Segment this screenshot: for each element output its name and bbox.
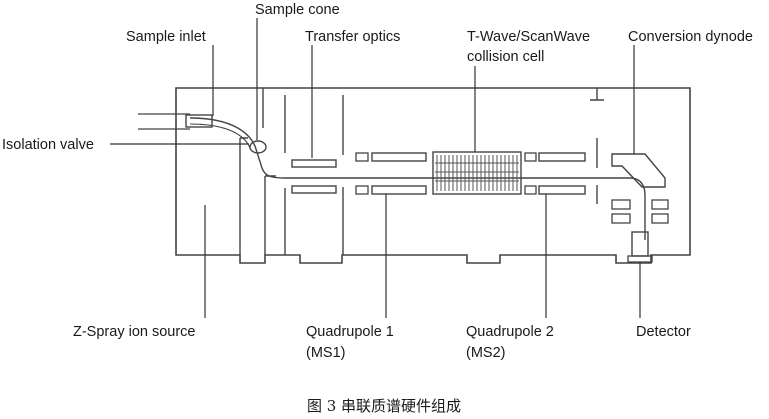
collision-cell-electrodes <box>435 155 519 191</box>
label-sample-inlet: Sample inlet <box>126 29 206 45</box>
conversion-dynode <box>611 153 666 188</box>
ion-path-inner <box>189 123 251 149</box>
ion-path <box>189 117 646 240</box>
quadrupole2-lower-rod <box>538 185 586 195</box>
partition-3 <box>590 88 604 101</box>
isolation-valve <box>249 140 267 154</box>
ion-source-wall <box>239 137 248 255</box>
label-conversion-dynode: Conversion dynode <box>628 29 753 45</box>
quadrupole2-lower-rod-a <box>524 185 537 195</box>
transfer-optics-upper <box>291 159 337 168</box>
quadrupole2-upper-rod-a <box>524 152 537 162</box>
label-quadrupole1-line2: (MS1) <box>306 345 345 361</box>
detector-plate-2 <box>611 213 631 224</box>
prefilter-2 <box>355 185 369 195</box>
quadrupole1-upper-rod <box>371 152 427 162</box>
quadrupole1-lower-rod <box>371 185 427 195</box>
quadrupole2-upper-rod <box>538 152 586 162</box>
sample-cone-wall <box>262 88 276 255</box>
label-quadrupole2-line1: Quadrupole 2 <box>466 324 554 340</box>
label-ion-source: Z-Spray ion source <box>73 324 196 340</box>
collision-cell <box>432 151 522 195</box>
label-transfer-optics: Transfer optics <box>305 29 400 45</box>
sample-inlet-block <box>185 114 213 128</box>
housing-outline <box>175 87 691 264</box>
detector-plate-1 <box>611 199 631 210</box>
detector-plate-4 <box>651 213 669 224</box>
prefilter-1 <box>355 152 369 162</box>
label-collision-cell-line1: T-Wave/ScanWave <box>467 29 590 45</box>
label-detector: Detector <box>636 324 691 340</box>
label-collision-cell-line2: collision cell <box>467 49 544 65</box>
sample-inlet-tube <box>138 113 190 130</box>
transfer-optics-lower <box>291 185 337 194</box>
detector-base <box>627 255 653 263</box>
figure-caption: 图 3 串联质谱硬件组成 <box>307 397 461 415</box>
label-quadrupole1-line1: Quadrupole 1 <box>306 324 394 340</box>
label-isolation-valve: Isolation valve <box>2 137 94 153</box>
label-quadrupole2-line2: (MS2) <box>466 345 505 361</box>
label-sample-cone: Sample cone <box>255 2 340 18</box>
detector-plate-3 <box>651 199 669 210</box>
